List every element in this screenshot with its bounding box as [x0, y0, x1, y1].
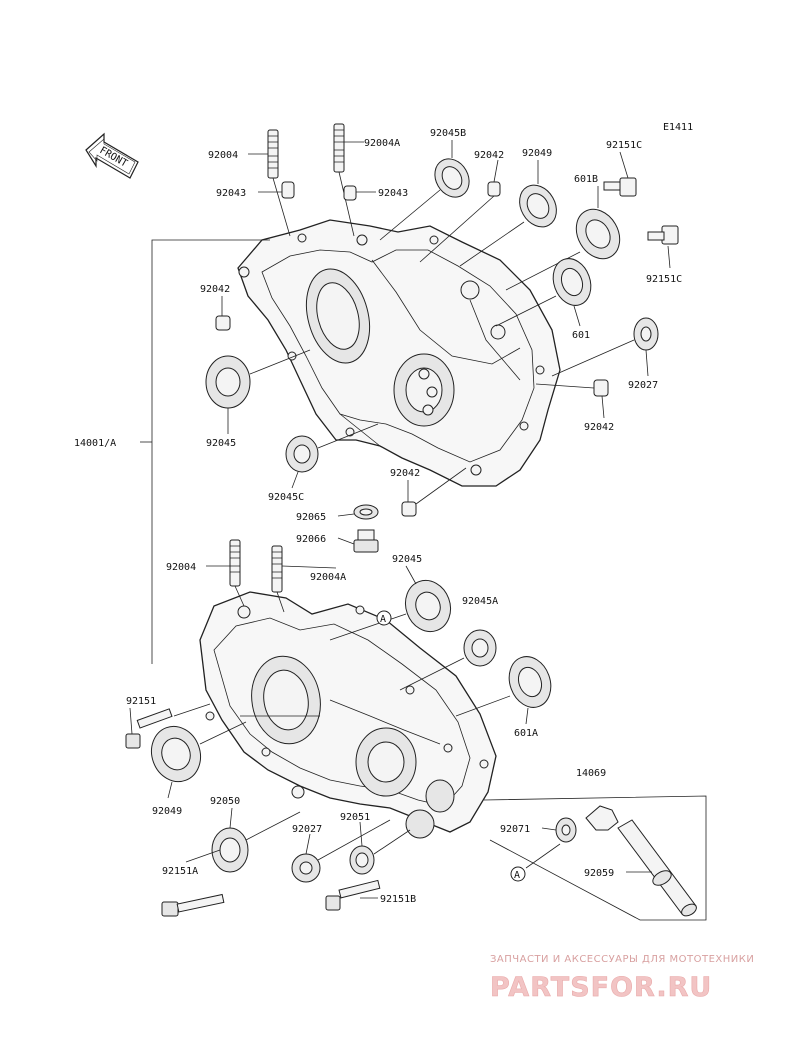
bearing-601B	[505, 208, 621, 291]
leader-lines	[129, 140, 671, 899]
stud-92004A-upper	[333, 123, 355, 237]
seal-92050	[211, 811, 301, 873]
bolt-92151C-top	[603, 177, 637, 197]
svg-text:A: A	[514, 870, 520, 881]
bearing-92045B	[379, 158, 470, 241]
bolt-92151A	[161, 893, 225, 917]
label-92071: 92071	[500, 824, 530, 835]
tube-92059	[617, 819, 697, 917]
label-92004-top: 92004	[208, 150, 238, 161]
label-601B: 601B	[574, 174, 598, 185]
washer-92027-lower	[291, 819, 391, 883]
bearing-601	[495, 258, 592, 327]
dowel-92042-top	[419, 181, 501, 263]
watermark-tagline: ЗАПЧАСТИ И АКСЕССУАРЫ ДЛЯ МОТОТЕХНИКИ	[490, 954, 754, 965]
seal-92051	[349, 829, 411, 875]
label-92045B: 92045B	[430, 128, 466, 139]
plug-92066	[353, 529, 379, 553]
diagram-code: E1411	[663, 122, 693, 133]
label-92151A: 92151A	[162, 866, 198, 877]
label-14001A: 14001/A	[74, 438, 116, 449]
bolt-92151	[125, 703, 211, 749]
svg-text:A: A	[380, 614, 386, 625]
label-601A: 601A	[514, 728, 538, 739]
label-92066: 92066	[296, 534, 326, 545]
elbow-fitting	[585, 805, 619, 831]
breather-detail-box	[483, 795, 707, 921]
label-92042-top: 92042	[474, 150, 504, 161]
dowel-92043-right	[343, 185, 357, 201]
gasket-92065	[353, 504, 379, 520]
bolt-92151C-right	[647, 225, 679, 245]
ref-marker-a-upper: A	[376, 610, 392, 626]
label-92065: 92065	[296, 512, 326, 523]
stud-92004A-lower	[271, 545, 285, 613]
label-92027-top: 92027	[628, 380, 658, 391]
label-92151C-right: 92151C	[646, 274, 682, 285]
front-direction-arrow: FRONT	[85, 132, 139, 179]
lower-crankcase-half	[199, 591, 497, 839]
bearing-92045-lower	[329, 579, 452, 641]
watermark-logo: PARTSFOR.RU	[490, 972, 712, 1003]
seal-92049-upper	[459, 184, 557, 267]
watermark: ЗАПЧАСТИ И АКСЕССУАРЫ ДЛЯ МОТОТЕХНИКИ PA…	[490, 954, 754, 1003]
label-92042-left: 92042	[200, 284, 230, 295]
bolt-92151B	[325, 879, 381, 911]
label-92049-top: 92049	[522, 148, 552, 159]
bearing-601A	[455, 656, 552, 717]
dowel-92042-right	[535, 379, 609, 397]
washer-92027-upper	[551, 317, 659, 377]
label-92051: 92051	[340, 812, 370, 823]
label-601: 601	[572, 330, 590, 341]
label-92004A-top: 92004A	[364, 138, 400, 149]
label-92151B: 92151B	[380, 894, 416, 905]
label-92043-left: 92043	[216, 188, 246, 199]
label-92042-mid: 92042	[390, 468, 420, 479]
label-92045-low: 92045	[392, 554, 422, 565]
bearing-92045C	[285, 423, 379, 473]
seal-92049-lower	[150, 721, 247, 783]
stud-92004-lower	[229, 539, 245, 607]
label-92027-low: 92027	[292, 824, 322, 835]
label-92045-left: 92045	[206, 438, 236, 449]
label-92042-right: 92042	[584, 422, 614, 433]
label-92045A: 92045A	[462, 596, 498, 607]
label-92043-right: 92043	[378, 188, 408, 199]
label-92050: 92050	[210, 796, 240, 807]
label-92049-low: 92049	[152, 806, 182, 817]
label-92059: 92059	[584, 868, 614, 879]
label-92045C: 92045C	[268, 492, 304, 503]
label-92004-low: 92004	[166, 562, 196, 573]
label-92151C-top: 92151C	[606, 140, 642, 151]
label-92004A-low: 92004A	[310, 572, 346, 583]
dowel-92043-left	[281, 181, 295, 199]
fitting-92071	[555, 817, 577, 843]
dowel-92042-mid	[401, 467, 467, 517]
dowel-92042-left	[215, 315, 231, 331]
label-14069: 14069	[576, 768, 606, 779]
upper-crankcase-half	[237, 219, 561, 487]
ref-marker-a-lower: A	[510, 843, 561, 882]
part-labels: 92004 92004A 92045B 92042 92049 92151C 9…	[74, 128, 682, 905]
label-92151: 92151	[126, 696, 156, 707]
bearing-92045A	[399, 629, 497, 691]
assembly-bracket-14001A	[140, 239, 270, 664]
